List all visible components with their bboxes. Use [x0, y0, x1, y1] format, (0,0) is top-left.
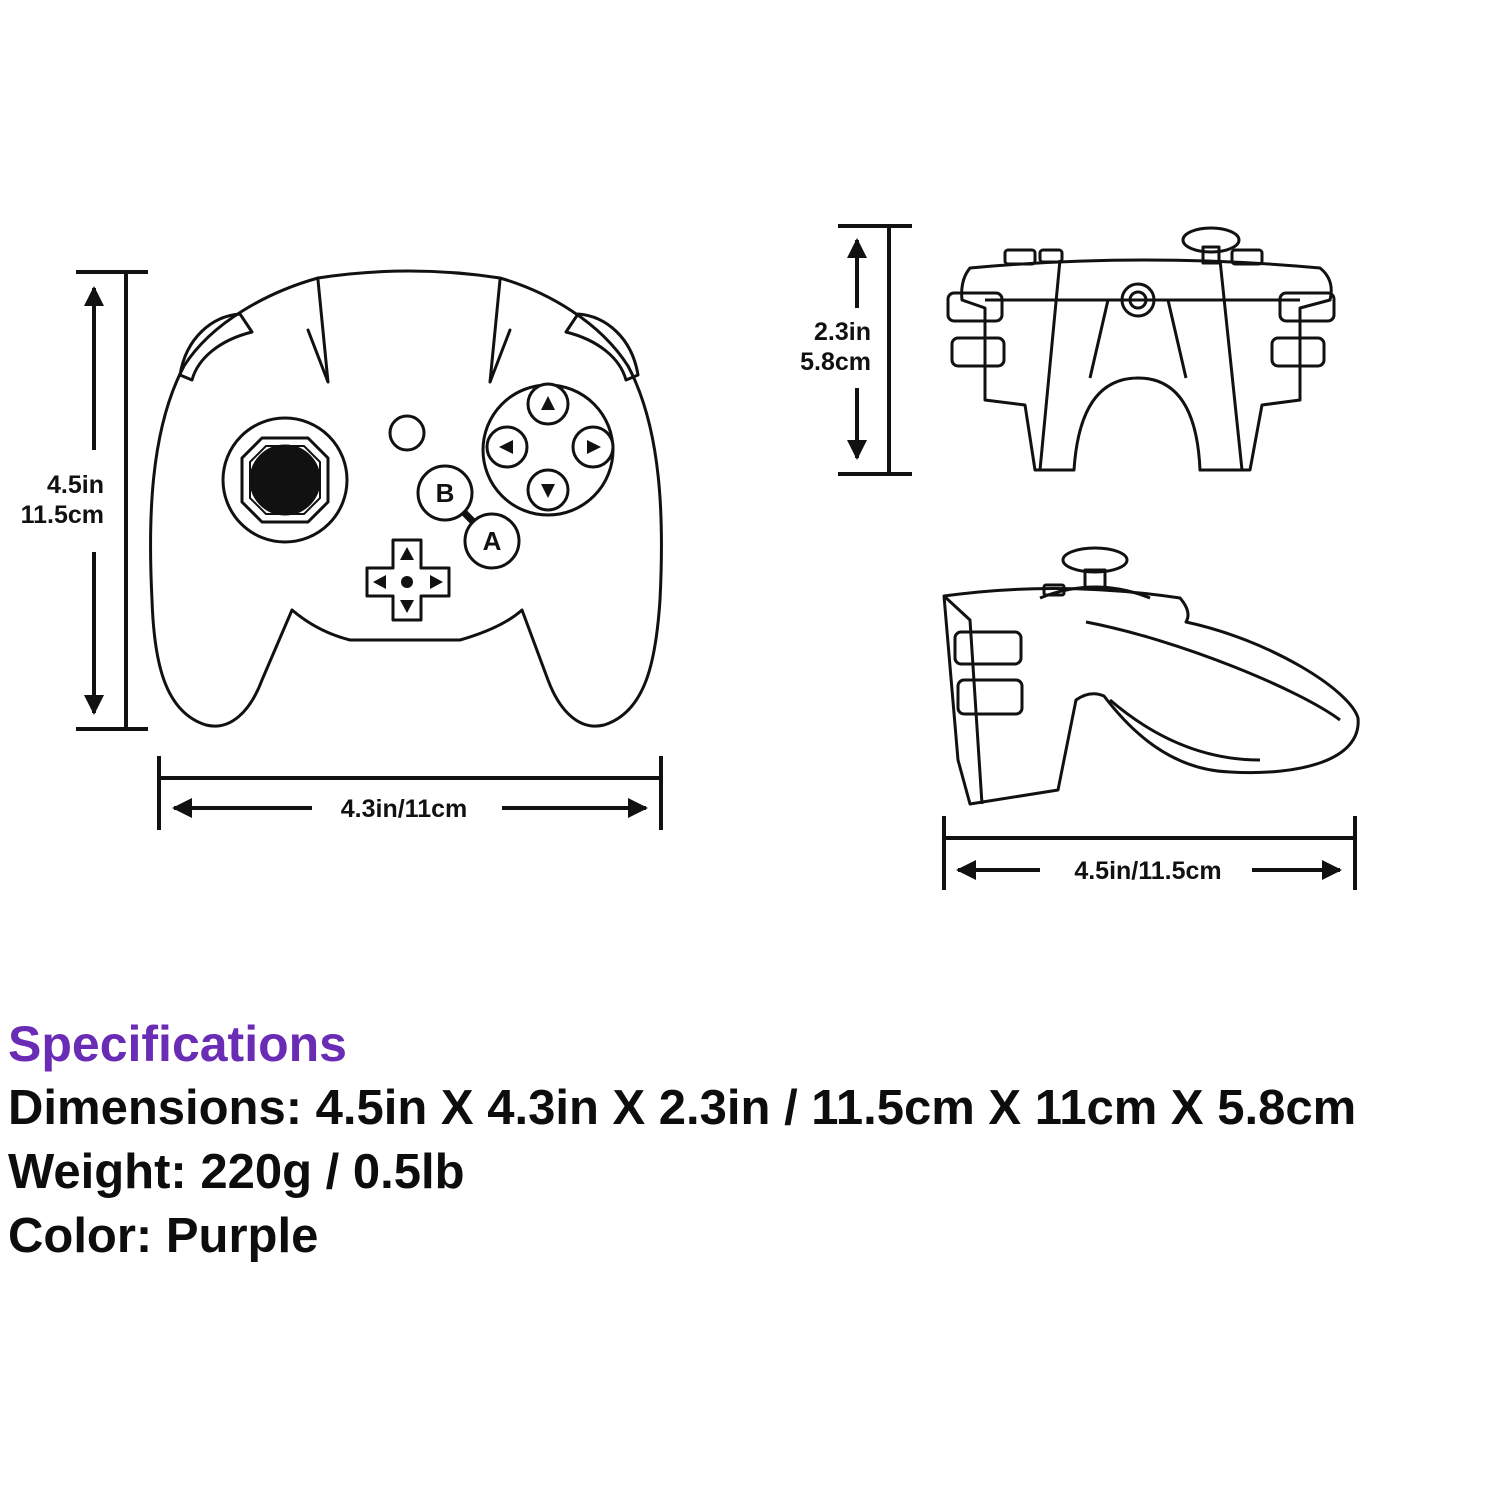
top-center-port	[1120, 282, 1156, 318]
specifications-title: Specifications	[8, 1016, 347, 1072]
start-button	[388, 414, 426, 452]
c-right-arrow-icon	[587, 440, 601, 454]
side-grip-upper	[953, 630, 1023, 666]
front-view-glyphs	[373, 396, 601, 613]
c-up-arrow-icon	[541, 396, 555, 410]
top-left-grip-upper	[946, 291, 1004, 323]
top-height-dimension	[838, 224, 912, 476]
c-down-arrow-icon	[541, 484, 555, 498]
b-button	[416, 464, 474, 522]
side-handle-underside	[1109, 698, 1261, 762]
side-view	[942, 546, 1360, 806]
c-left-arrow-icon	[499, 440, 513, 454]
right-ridge	[488, 278, 512, 384]
top-right-grip-upper	[1278, 291, 1336, 323]
controller-dimension-diagram: B A 4.5in 11.5cm 4.3in/11cm	[21, 224, 1360, 890]
front-width-dimension	[157, 756, 663, 830]
controller-body-outline	[149, 269, 663, 728]
right-shoulder-bumper	[564, 312, 640, 382]
front-width-label: 4.3in/11cm	[341, 795, 467, 823]
front-height-cm-label: 11.5cm	[21, 501, 104, 529]
specifications-section: Specifications Dimensions: 4.5in X 4.3in…	[8, 1012, 1493, 1268]
top-height-inches-label: 2.3in	[814, 318, 871, 346]
dimensions-spec: Dimensions: 4.5in X 4.3in X 2.3in / 11.5…	[8, 1081, 1357, 1135]
a-button-label: A	[483, 526, 502, 556]
analog-stick-housing	[221, 416, 349, 544]
a-button	[463, 512, 521, 570]
side-joystick-cap	[1061, 546, 1129, 574]
dpad-left-arrow-icon	[373, 575, 386, 589]
side-handle-contour	[1085, 620, 1341, 722]
dpad-right-arrow-icon	[430, 575, 443, 589]
d-pad	[365, 538, 451, 622]
front-height-inches-label: 4.5in	[47, 471, 104, 499]
side-width-dimension	[942, 816, 1357, 890]
left-ridge	[306, 278, 330, 384]
left-shoulder-bumper	[178, 312, 254, 382]
top-inner-groove	[1088, 299, 1188, 379]
side-width-label: 4.5in/11.5cm	[1074, 857, 1221, 885]
side-back-edge	[942, 594, 984, 805]
top-center-port-inner	[1128, 290, 1148, 310]
front-view	[149, 269, 663, 728]
b-button-label: B	[436, 478, 455, 508]
top-joystick-cap	[1181, 226, 1241, 254]
top-view	[946, 226, 1336, 472]
top-left-grip-lower	[950, 336, 1006, 368]
dpad-center-dot-icon	[401, 576, 413, 588]
weight-spec: Weight: 220g / 0.5lb	[8, 1145, 465, 1199]
top-height-cm-label: 5.8cm	[800, 348, 871, 376]
dpad-down-arrow-icon	[400, 600, 414, 613]
top-right-grip-lower	[1270, 336, 1326, 368]
dpad-up-arrow-icon	[400, 547, 414, 560]
top-joystick-stem	[1201, 245, 1221, 265]
front-height-dimension	[76, 270, 148, 731]
top-body-outline	[960, 258, 1333, 472]
top-left-trigger	[1003, 248, 1037, 266]
analog-stick-cap	[249, 444, 321, 516]
analog-stick-gate-inner	[249, 445, 321, 515]
side-body-outline	[942, 587, 1360, 806]
analog-stick-gate	[240, 436, 330, 524]
side-grip-lower	[956, 678, 1024, 716]
top-center-panel	[1038, 259, 1244, 471]
color-spec: Color: Purple	[8, 1209, 319, 1263]
